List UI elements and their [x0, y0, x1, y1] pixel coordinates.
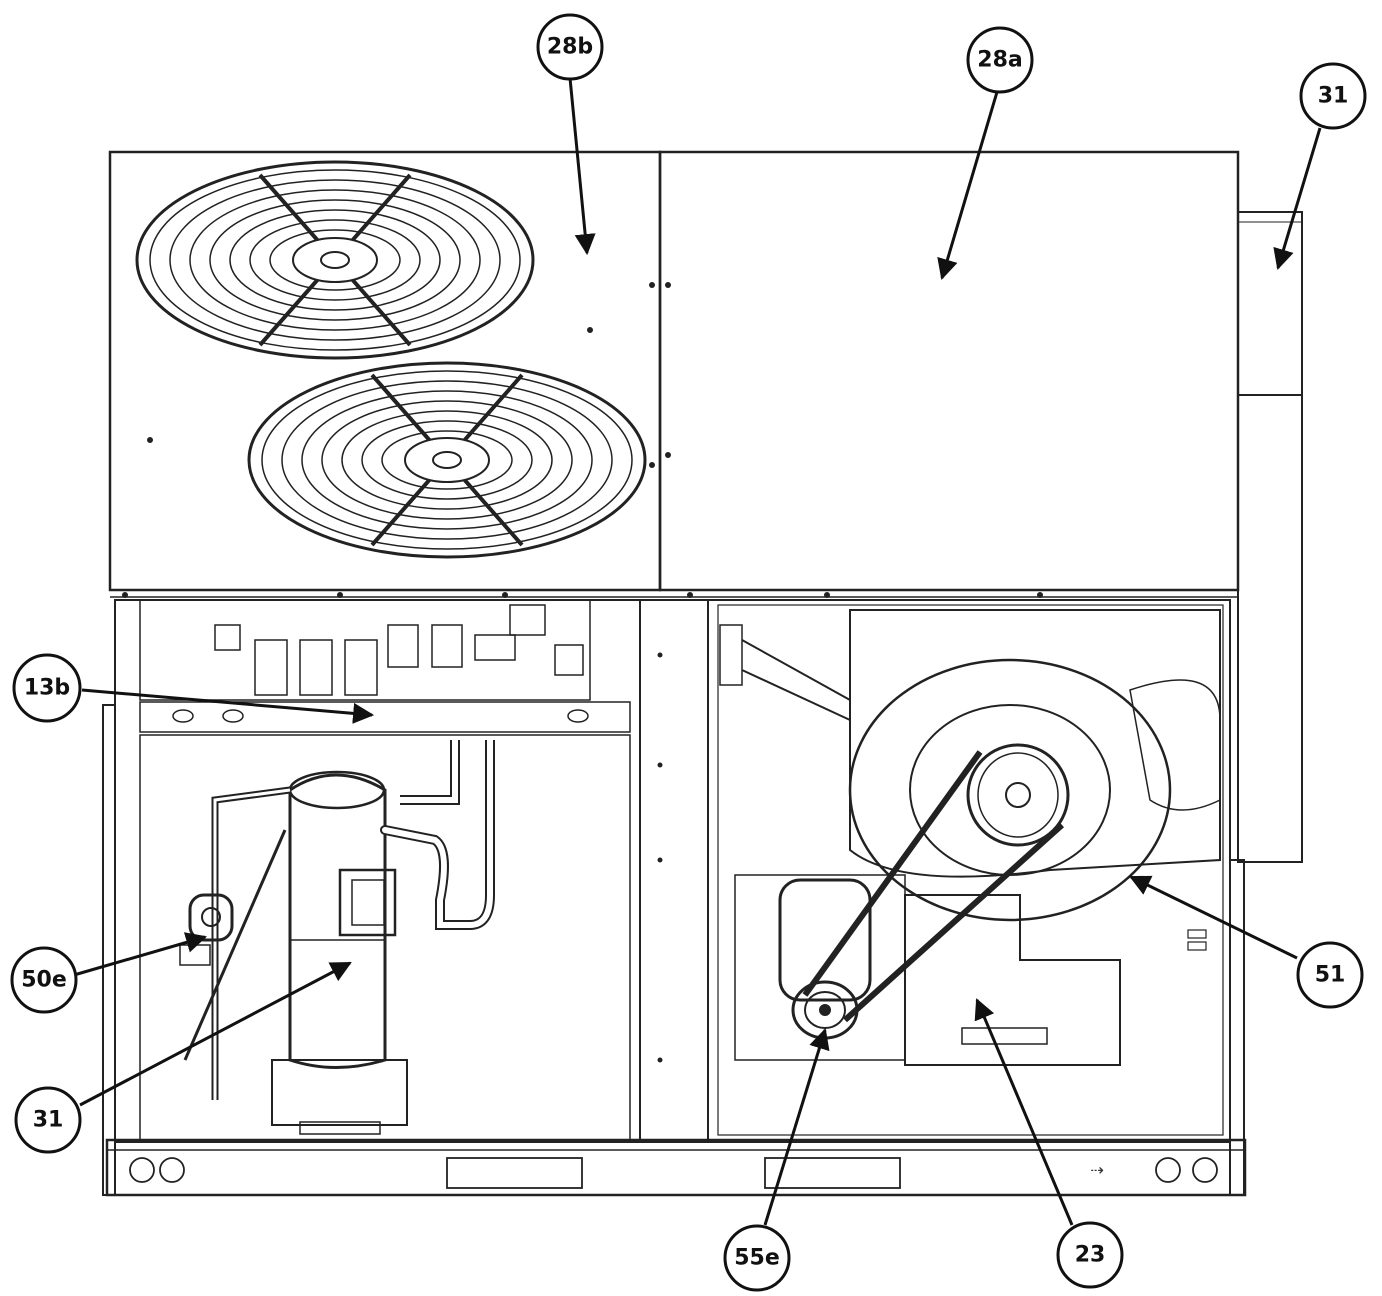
filter-drier: [179, 893, 234, 966]
callout-28b: 28b: [536, 13, 604, 81]
leader-13b: [81, 688, 375, 724]
leader-28a: [937, 91, 999, 281]
blower-compartment: [707, 599, 1231, 1143]
base-slots: ⇢: [129, 1157, 1218, 1189]
condenser-fan-top: [135, 160, 535, 360]
compressor-rail: [139, 701, 631, 733]
leader-lines: [73, 77, 1322, 1226]
callout-label: 13b: [24, 676, 70, 701]
callout-label: 31: [33, 1108, 64, 1133]
callout-23: 23: [1056, 1221, 1124, 1289]
leader-23: [974, 998, 1074, 1226]
callout-50e: 50e: [10, 946, 78, 1014]
center-divider-panel: [639, 599, 709, 1143]
callout-label: 55e: [734, 1246, 780, 1271]
callout-label: 50e: [21, 968, 67, 993]
control-box: [139, 599, 591, 701]
top-panel-condenser: [108, 150, 662, 592]
leader-55e: [763, 1027, 830, 1226]
callout-55e: 55e: [723, 1224, 791, 1292]
callout-label: 51: [1315, 963, 1346, 988]
callout-13b: 13b: [12, 653, 82, 723]
callout-51: 51: [1296, 941, 1364, 1009]
top-panel-blank: [658, 150, 1240, 592]
blower-housing: [719, 609, 1221, 922]
callout-31-top: 31: [1299, 62, 1367, 130]
blower-access-panel: [904, 894, 1207, 1066]
leader-51: [1129, 875, 1298, 960]
callout-31-bottom: 31: [14, 1086, 82, 1154]
compressor: [271, 740, 495, 1135]
leader-50e: [73, 932, 208, 977]
unit-housing: [102, 704, 1247, 1197]
refrigerant-piping: [183, 786, 291, 1100]
svg-text:⇢: ⇢: [1090, 1161, 1103, 1180]
callout-label: 31: [1318, 84, 1349, 109]
leader-31-bottom: [79, 961, 352, 1107]
leader-31-top: [1273, 127, 1322, 271]
side-hood: [1237, 211, 1303, 863]
panel-screws: [122, 282, 1043, 598]
blower-motor: [734, 874, 906, 1061]
callout-label: 28b: [547, 35, 593, 60]
drive-belt: [802, 750, 1065, 1023]
callout-label: 23: [1075, 1243, 1106, 1268]
condenser-fan-bottom: [247, 361, 647, 559]
callout-label: 28a: [977, 48, 1022, 73]
callout-28a: 28a: [966, 26, 1034, 94]
leader-28b: [568, 77, 596, 256]
